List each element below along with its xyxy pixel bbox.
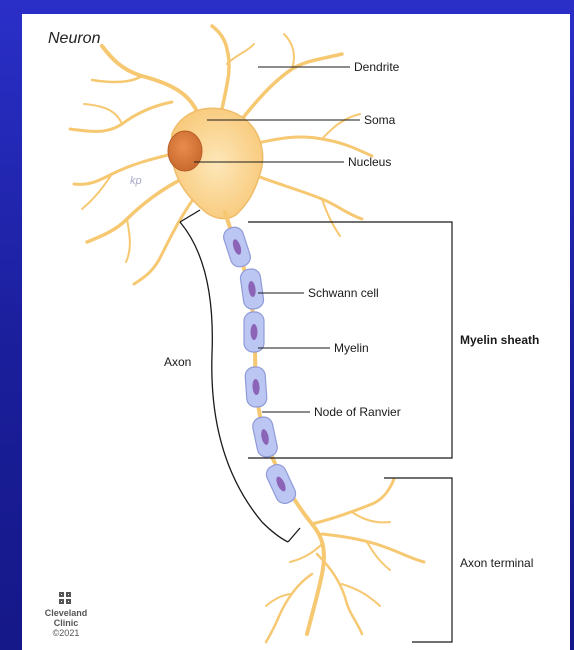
logo-mark-icon [59,592,73,606]
label-node-of-ranvier: Node of Ranvier [314,405,401,419]
label-axon: Axon [164,355,191,369]
label-dendrite: Dendrite [354,60,400,74]
nucleus [168,131,202,171]
label-myelin-sheath: Myelin sheath [460,333,539,347]
logo-copyright: ©2021 [36,628,96,639]
neuron-diagram: kp [22,14,570,650]
cleveland-clinic-logo: Cleveland Clinic ©2021 [36,592,96,639]
artist-initials: kp [130,175,142,187]
schwann-cells [221,225,298,506]
label-nucleus: Nucleus [348,155,391,169]
logo-name-line2: Clinic [36,618,96,628]
label-myelin: Myelin [334,341,369,355]
myelin-sheath-bracket [248,222,452,458]
axon [225,212,324,634]
axon-terminals [266,479,424,642]
label-soma: Soma [364,113,396,127]
label-axon-terminal: Axon terminal [460,556,533,570]
logo-name-line1: Cleveland [36,608,96,618]
diagram-card: Neuron [22,14,570,650]
label-schwann-cell: Schwann cell [308,286,379,300]
